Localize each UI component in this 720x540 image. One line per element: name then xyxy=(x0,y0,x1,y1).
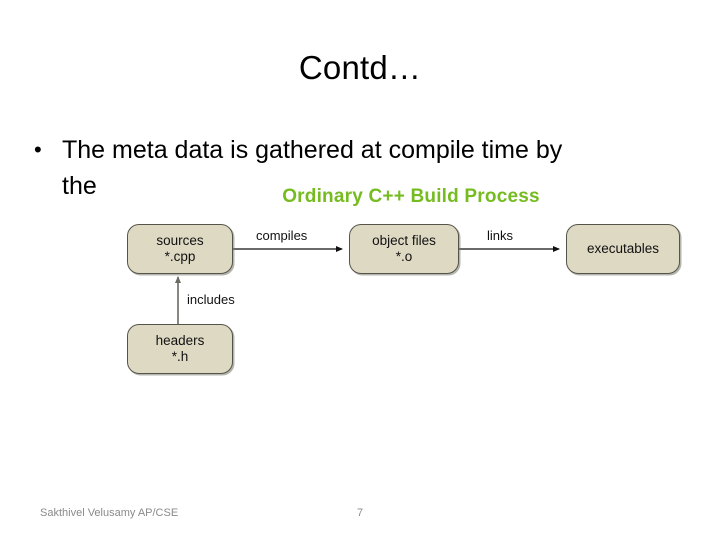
edge-label-compiles: compiles xyxy=(256,228,308,243)
node-headers-label-1: headers xyxy=(155,333,205,348)
node-headers-label-2: *.h xyxy=(171,349,189,364)
bullet-text: The meta data is gathered at compile tim… xyxy=(62,132,684,204)
footer-page-number: 7 xyxy=(356,507,364,519)
bullet-marker-icon: • xyxy=(34,137,42,162)
slide-body: • The meta data is gathered at compile t… xyxy=(34,132,684,204)
page-title: Contd… xyxy=(298,49,422,86)
bullet-text-line-1: The meta data is gathered at compile tim… xyxy=(62,136,563,164)
build-process-diagram: Ordinary C++ Build Process sources *.cpp xyxy=(113,182,709,390)
diagram-node-headers: headers *.h xyxy=(127,324,233,374)
node-sources-label-2: *.cpp xyxy=(164,249,196,264)
diagram-title: Ordinary C++ Build Process xyxy=(282,186,540,207)
node-sources-label-1: sources xyxy=(156,233,204,248)
bullet-list-item: • The meta data is gathered at compile t… xyxy=(34,132,684,204)
footer-author: Sakthivel Velusamy AP/CSE xyxy=(40,507,179,519)
node-object-files-label-2: *.o xyxy=(395,249,413,264)
diagram-connectors xyxy=(175,246,560,324)
diagram-node-object-files: object files *.o xyxy=(349,224,459,274)
bullet-text-line-2: the xyxy=(62,172,97,200)
node-object-files-label-1: object files xyxy=(372,233,436,248)
diagram-node-executables: executables xyxy=(566,224,680,274)
diagram-node-sources: sources *.cpp xyxy=(127,224,233,274)
edge-label-includes: includes xyxy=(187,292,235,307)
node-executables-label-1: executables xyxy=(586,241,660,256)
edge-label-links: links xyxy=(487,228,514,243)
